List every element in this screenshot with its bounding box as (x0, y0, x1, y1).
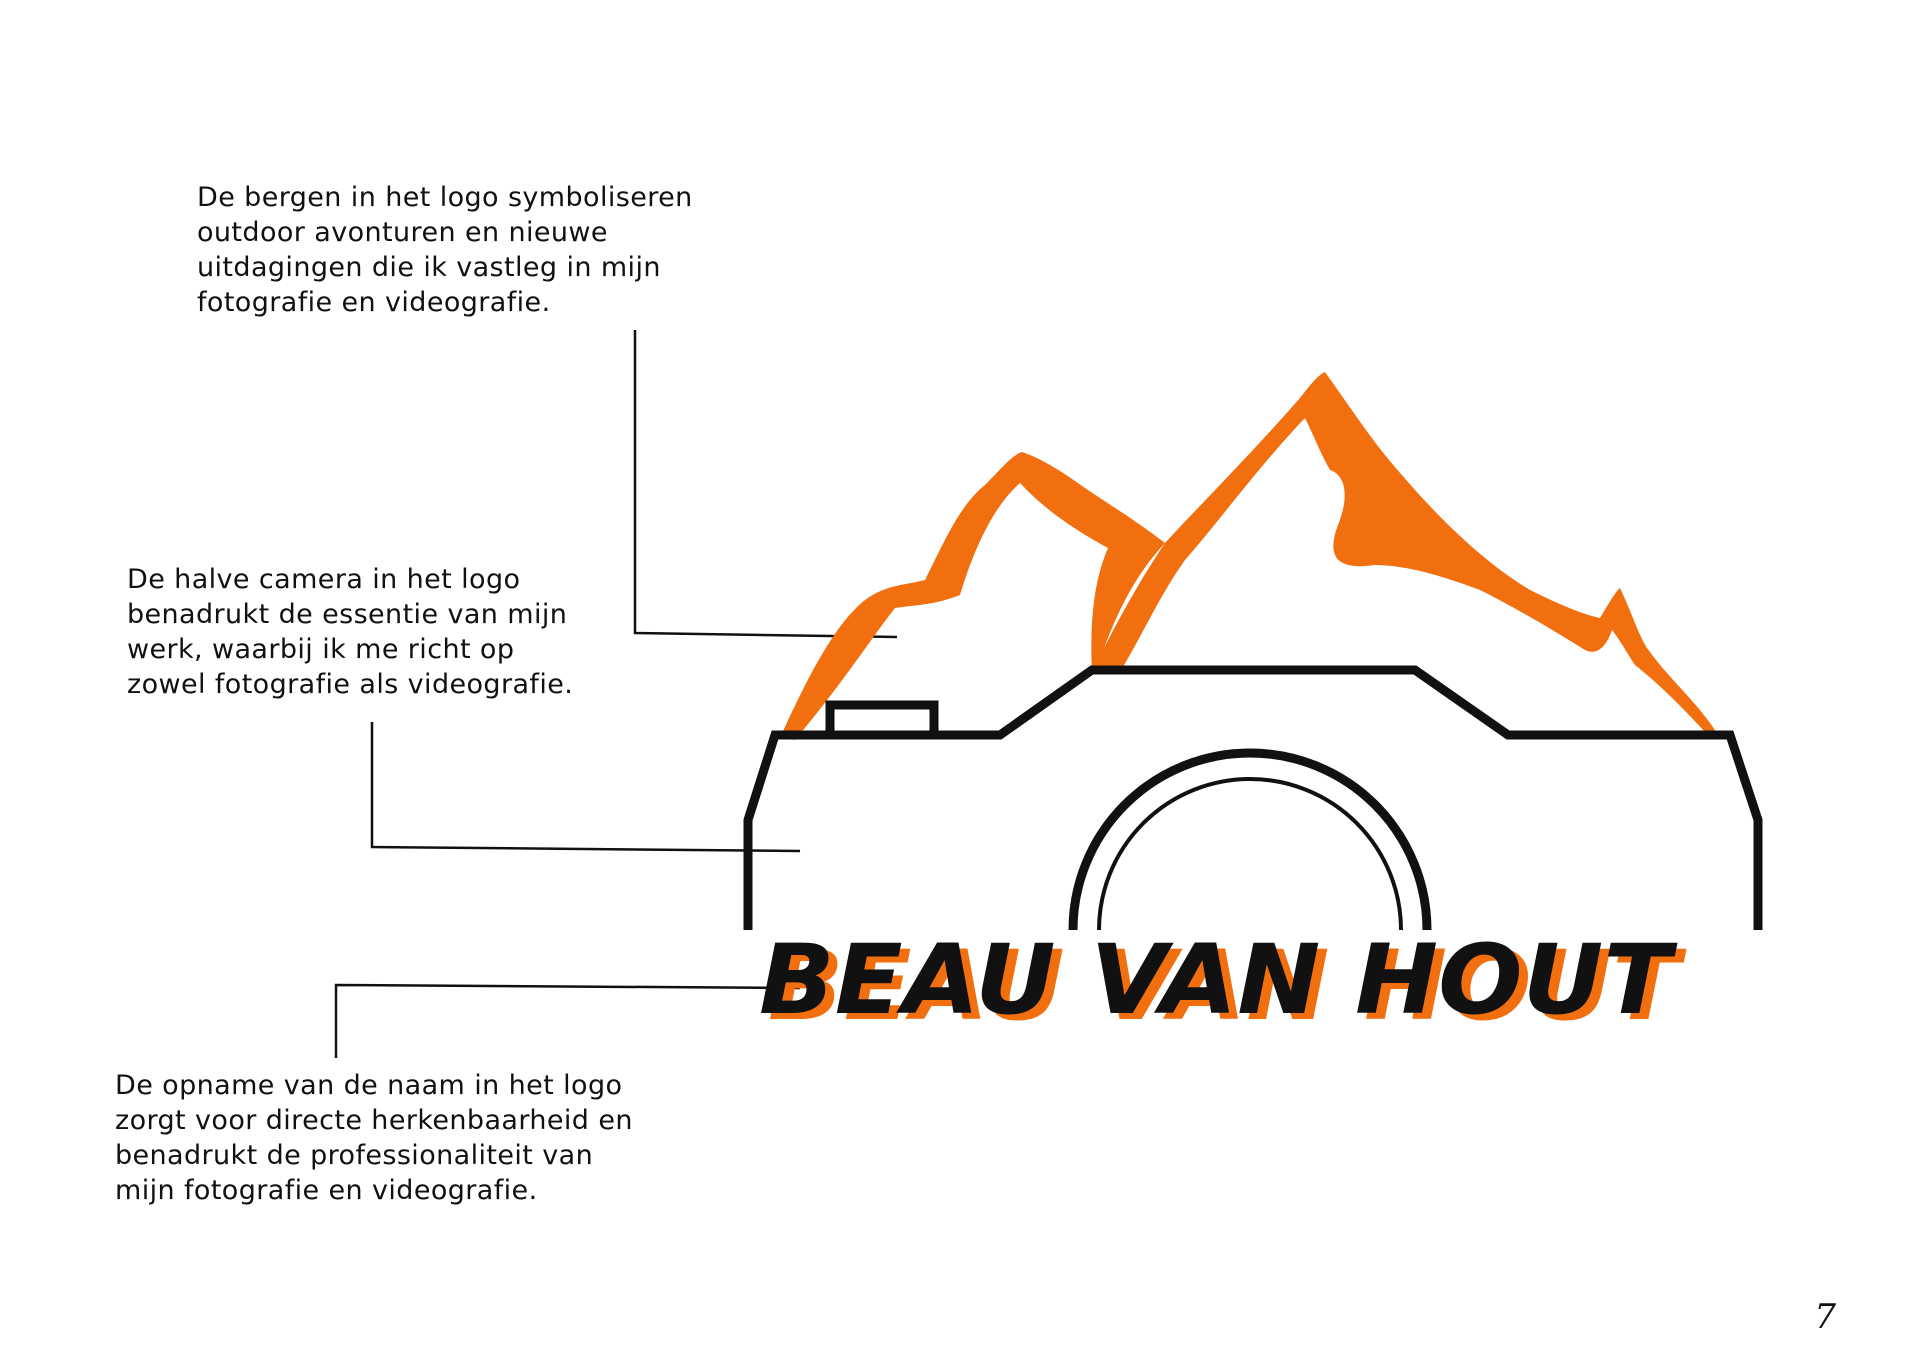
logo-name-shadow: BEAU VAN HOUT (768, 930, 1687, 1042)
logo-wordmark: BEAU VAN HOUT BEAU VAN HOUT (759, 924, 1687, 1042)
annotation-line: benadrukt de professionaliteit van (115, 1140, 594, 1171)
camera-mark (743, 665, 1763, 931)
annotation-line: benadrukt de essentie van mijn (127, 599, 568, 630)
annotation-line: werk, waarbij ik me richt op (127, 634, 515, 665)
annotation-line: uitdagingen die ik vastleg in mijn (197, 252, 661, 283)
annotation-line: De bergen in het logo symboliseren (197, 182, 693, 213)
camera-lens-outer (1068, 748, 1432, 931)
annotation-camera: De halve camera in het logo benadrukt de… (127, 562, 573, 702)
annotation-line: fotografie en videografie. (197, 287, 551, 318)
leader-line-name (334, 983, 801, 1058)
logo-name: BEAU VAN HOUT (759, 924, 1678, 1036)
annotation-line: outdoor avonturen en nieuwe (197, 217, 608, 248)
camera-body (743, 665, 1763, 930)
mountain-right (1092, 372, 1718, 735)
annotation-name: De opname van de naam in het logo zorgt … (115, 1068, 633, 1208)
camera-shutter-button (825, 700, 939, 740)
annotation-mountains: De bergen in het logo symboliseren outdo… (197, 180, 693, 320)
leader-line-mountains (633, 330, 898, 639)
annotation-line: zorgt voor directe herkenbaarheid en (115, 1105, 633, 1136)
mountain-left (780, 452, 1165, 740)
annotation-line: zowel fotografie als videografie. (127, 669, 574, 700)
annotation-line: De halve camera in het logo (127, 564, 521, 595)
mountains-mark (780, 372, 1718, 740)
annotation-line: mijn fotografie en videografie. (115, 1175, 538, 1206)
annotation-line: De opname van de naam in het logo (115, 1070, 623, 1101)
leader-line-camera (370, 722, 801, 853)
page-number: 7 (1814, 1297, 1836, 1337)
camera-lens-inner (1097, 777, 1403, 931)
